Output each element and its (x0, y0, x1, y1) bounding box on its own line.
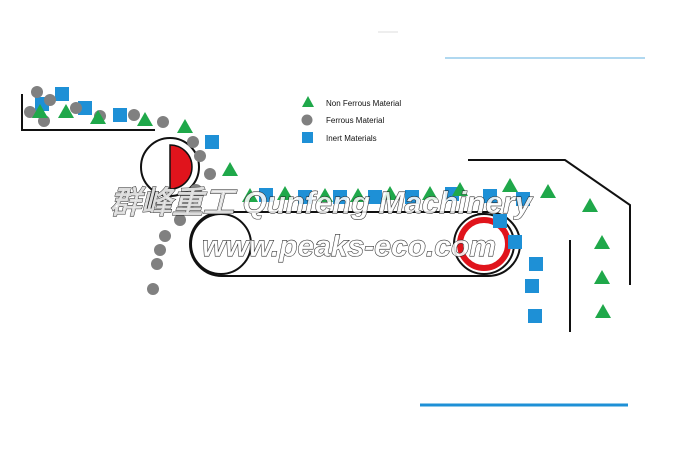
ferrous-material-particle (159, 230, 171, 242)
tail-drum (190, 213, 252, 275)
non-ferrous-material-particle (277, 186, 293, 200)
non-ferrous-material-particle (594, 235, 610, 249)
non-ferrous-material-particle (350, 188, 366, 202)
inert-material-particle (78, 101, 92, 115)
non-ferrous-material-particle (595, 304, 611, 318)
non-ferrous-material-particle (582, 198, 598, 212)
inert-material-particle (205, 135, 219, 149)
non-ferrous-material-particle (540, 184, 556, 198)
ferrous-material-particle (70, 102, 82, 114)
ferrous-material-particle (182, 199, 194, 211)
ferrous-material-particle (157, 116, 169, 128)
ferrous-material-particle (154, 244, 166, 256)
inert-material-particle (368, 190, 382, 204)
ferrous-material-particle (174, 214, 186, 226)
legend-label-inert: Inert Materials (326, 134, 377, 143)
inert-material-particle (528, 309, 542, 323)
non-ferrous-material-particle (222, 162, 238, 176)
non-ferrous-material-particle (177, 119, 193, 133)
ferrous-material-particle (151, 258, 163, 270)
inert-material-particle (483, 189, 497, 203)
ferrous-material-particle (44, 94, 56, 106)
non-ferrous-material-particle (422, 186, 438, 200)
feed-hopper (21, 94, 155, 131)
legend-label-ferrous: Ferrous Material (326, 116, 384, 125)
non-ferrous-material-particle (382, 186, 398, 200)
inert-material-particle (298, 190, 312, 204)
ferrous-material-particle (147, 283, 159, 295)
inert-material-particle (508, 235, 522, 249)
material-particles (24, 86, 611, 323)
inert-material-particle (525, 279, 539, 293)
ferrous-material-particle (194, 150, 206, 162)
non-ferrous-material-particle (594, 270, 610, 284)
ferrous-material-particle (204, 168, 216, 180)
inert-material-particle (259, 188, 273, 202)
non-ferrous-material-particle (452, 182, 468, 196)
legend-circle-icon (301, 114, 313, 126)
watermark-company: 群峰重工 Qunfeng Machinery (110, 185, 534, 220)
legend-triangle-icon (302, 96, 314, 107)
ferrous-material-particle (187, 136, 199, 148)
non-ferrous-material-particle (317, 188, 333, 202)
legend-square-icon (302, 132, 313, 143)
ferrous-material-particle (24, 106, 36, 118)
non-ferrous-material-particle (58, 104, 74, 118)
head-pulley (140, 137, 200, 197)
non-ferrous-material-particle (137, 112, 153, 126)
ferrous-material-particle (31, 86, 43, 98)
inert-material-particle (55, 87, 69, 101)
inert-material-particle (405, 190, 419, 204)
ferrous-material-particle (128, 109, 140, 121)
non-ferrous-material-particle (90, 110, 106, 124)
inert-material-particle (333, 190, 347, 204)
ferrous-material-particle (190, 184, 202, 196)
legend: Non Ferrous Material Ferrous Material In… (301, 96, 401, 143)
watermark-website: www.peaks-eco.com (202, 230, 496, 263)
non-ferrous-material-particle (502, 178, 518, 192)
non-ferrous-material-particle (32, 104, 48, 118)
inert-material-particle (529, 257, 543, 271)
inert-material-particle (493, 214, 507, 228)
inert-material-particle (516, 192, 530, 206)
splitter-hood (468, 159, 631, 285)
non-ferrous-material-particle (242, 188, 258, 202)
legend-label-non-ferrous: Non Ferrous Material (326, 99, 401, 108)
inert-material-particle (113, 108, 127, 122)
